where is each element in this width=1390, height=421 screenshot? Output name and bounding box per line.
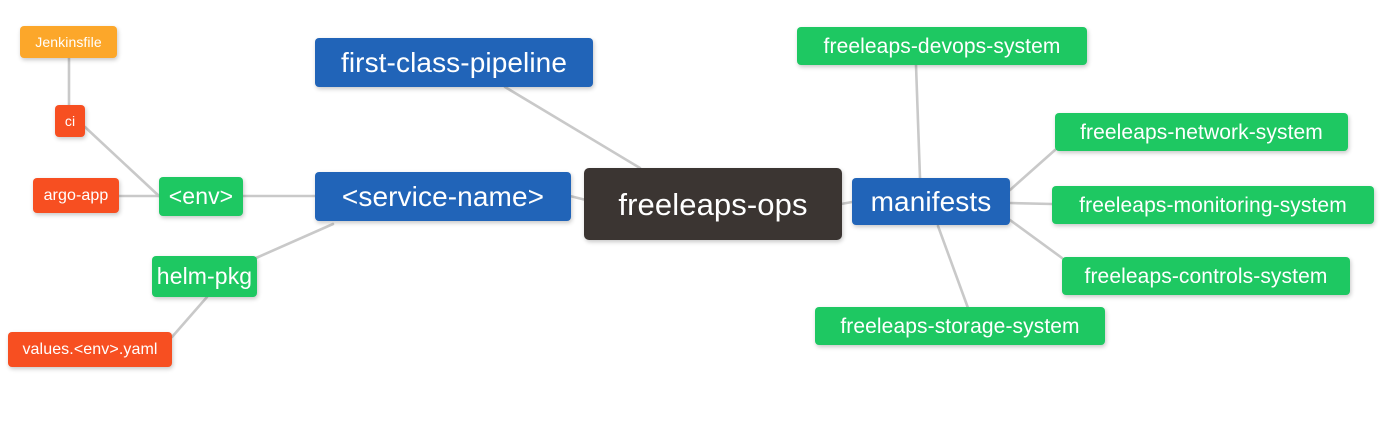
edge-pipeline-root <box>503 85 642 170</box>
edge-manifests-storage <box>936 224 970 310</box>
node-ci[interactable]: ci <box>55 105 85 137</box>
node-label: argo-app <box>43 186 109 204</box>
node-label: helm-pkg <box>156 263 253 289</box>
node-freeleaps-monitoring-system[interactable]: freeleaps-monitoring-system <box>1052 186 1374 224</box>
node-argo-app[interactable]: argo-app <box>33 178 119 213</box>
node-label: <env> <box>168 183 234 209</box>
node-freeleaps-controls-system[interactable]: freeleaps-controls-system <box>1062 257 1350 295</box>
node-label: <service-name> <box>341 180 545 212</box>
edge-manifests-monitoring <box>1008 201 1054 206</box>
edge-manifests-devops <box>914 63 922 180</box>
edge-manifests-network <box>1008 148 1057 192</box>
node-helm-pkg[interactable]: helm-pkg <box>152 256 257 297</box>
edge-helmpkg-servicename <box>254 222 335 260</box>
node-service-name[interactable]: <service-name> <box>315 172 571 221</box>
node-label: values.<env>.yaml <box>22 340 158 358</box>
node-jenkinsfile[interactable]: Jenkinsfile <box>20 26 117 58</box>
node-first-class-pipeline[interactable]: first-class-pipeline <box>315 38 593 87</box>
node-label: freeleaps-devops-system <box>823 34 1061 58</box>
node-label: freeleaps-controls-system <box>1084 264 1328 288</box>
edge-values-helmpkg <box>170 295 209 339</box>
node-freeleaps-ops[interactable]: freeleaps-ops <box>584 168 842 240</box>
node-freeleaps-storage-system[interactable]: freeleaps-storage-system <box>815 307 1105 345</box>
node-manifests[interactable]: manifests <box>852 178 1010 225</box>
node-values-env-yaml[interactable]: values.<env>.yaml <box>8 332 172 367</box>
edge-manifests-controls <box>1008 218 1064 260</box>
node-freeleaps-devops-system[interactable]: freeleaps-devops-system <box>797 27 1087 65</box>
node-label: ci <box>64 113 76 129</box>
node-label: Jenkinsfile <box>35 34 102 50</box>
node-freeleaps-network-system[interactable]: freeleaps-network-system <box>1055 113 1348 151</box>
node-label: first-class-pipeline <box>340 46 568 78</box>
edge-root-manifests <box>839 200 854 206</box>
node-label: freeleaps-monitoring-system <box>1079 193 1347 217</box>
node-label: freeleaps-storage-system <box>840 314 1080 338</box>
node-env[interactable]: <env> <box>159 177 243 216</box>
node-label: freeleaps-ops <box>618 186 808 222</box>
node-label: manifests <box>870 185 992 217</box>
node-label: freeleaps-network-system <box>1080 120 1323 144</box>
